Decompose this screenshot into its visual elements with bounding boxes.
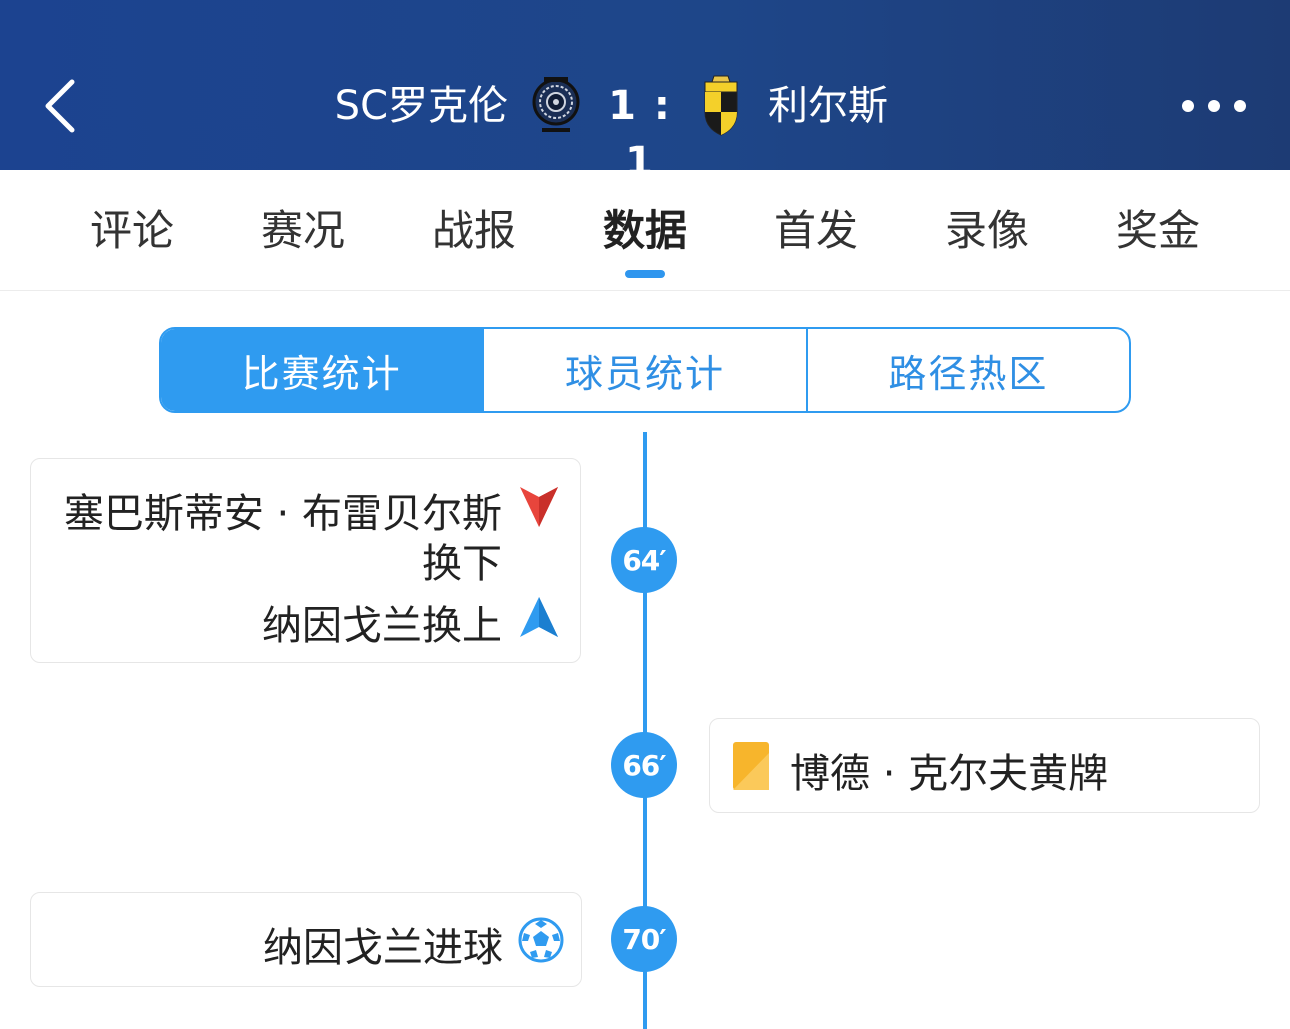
active-tab-indicator — [625, 270, 665, 278]
tab-left-clipped[interactable] — [0, 206, 14, 256]
tab-comments[interactable]: 评论 — [89, 206, 174, 255]
tab-report[interactable]: 战报 — [431, 206, 516, 255]
tab-right-clipped[interactable] — [1276, 206, 1290, 256]
sub-in-player: 纳因戈兰换上 — [262, 603, 502, 649]
tab-video[interactable]: 录像 — [944, 206, 1029, 255]
home-team-name[interactable]: SC罗克伦 — [334, 83, 508, 129]
football-icon — [518, 917, 564, 963]
tab-prize[interactable]: 奖金 — [1115, 206, 1200, 255]
home-team-logo[interactable] — [530, 72, 582, 136]
sub-out-label: 换下 — [422, 541, 502, 587]
yellow-card-icon — [733, 742, 769, 790]
away-team-logo[interactable] — [700, 72, 742, 138]
more-icon[interactable] — [1176, 86, 1252, 126]
away-team-name[interactable]: 利尔斯 — [768, 83, 888, 129]
segment-match-stats[interactable]: 比赛统计 — [161, 329, 483, 411]
tab-bar: 评论 赛况 战报 数据 首发 录像 奖金 — [0, 170, 1290, 291]
yellow-card-player: 博德 · 克尔夫黄牌 — [790, 751, 1109, 797]
segment-heatmap[interactable]: 路径热区 — [805, 329, 1129, 411]
match-score: 1 : 1 — [608, 83, 672, 185]
back-icon[interactable] — [38, 76, 88, 136]
event-card-substitution[interactable]: 塞巴斯蒂安 · 布雷贝尔斯 换下 纳因戈兰换上 — [30, 458, 581, 663]
tab-data[interactable]: 数据 — [602, 206, 687, 255]
tab-live[interactable]: 赛况 — [260, 206, 345, 255]
event-minute-badge: 70′ — [611, 906, 677, 972]
stats-segmented-control: 比赛统计 球员统计 路径热区 — [159, 327, 1131, 413]
goal-player: 纳因戈兰进球 — [263, 925, 503, 971]
event-minute-badge: 66′ — [611, 732, 677, 798]
timeline-line — [643, 432, 647, 1029]
event-card-yellow-card[interactable]: 博德 · 克尔夫黄牌 — [709, 718, 1260, 813]
tab-lineup[interactable]: 首发 — [773, 206, 858, 255]
sub-out-arrow-icon — [520, 487, 558, 527]
sub-in-arrow-icon — [520, 597, 558, 637]
event-minute-badge: 64′ — [611, 527, 677, 593]
sub-out-player: 塞巴斯蒂安 · 布雷贝尔斯 — [63, 491, 502, 537]
segment-player-stats[interactable]: 球员统计 — [482, 329, 805, 411]
event-card-goal[interactable]: 纳因戈兰进球 — [30, 892, 582, 987]
match-header: SC罗克伦 1 : 1 利尔斯 — [0, 0, 1290, 185]
